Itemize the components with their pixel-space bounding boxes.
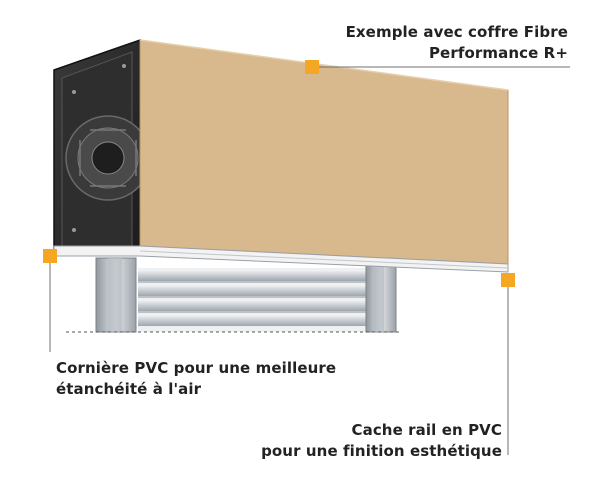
- callout-label-pvc-corner: Cornière PVC pour une meilleure étanchéi…: [56, 358, 336, 400]
- callout-text-line: Performance R+: [428, 44, 568, 62]
- slat: [138, 270, 380, 281]
- callout-text-line: étanchéité à l'air: [56, 380, 202, 398]
- leader-lines: [49, 66, 570, 455]
- callout-marker-left: [43, 249, 57, 263]
- callout-text-line: Cache rail en PVC: [351, 421, 502, 439]
- callout-marker-right: [501, 273, 515, 287]
- axle-hub: [91, 141, 125, 175]
- left-guide-rail: [95, 257, 137, 333]
- callout-text-line: Exemple avec coffre Fibre: [345, 23, 568, 41]
- box-front-panel: [139, 39, 509, 265]
- callout-label-rail-cover: Cache rail en PVC pour une finition esth…: [261, 420, 502, 462]
- callout-text-line: Cornière PVC pour une meilleure: [56, 359, 337, 377]
- shutter-slats: [138, 268, 380, 332]
- callout-label-box-type: Exemple avec coffre Fibre Performance R+: [346, 22, 568, 64]
- slat: [138, 300, 380, 311]
- right-guide-rail: [365, 263, 397, 333]
- box-end-cap: [53, 38, 151, 255]
- callout-text-line: pour une finition esthétique: [261, 442, 502, 460]
- slat: [138, 315, 380, 326]
- box-top-edge: [139, 39, 509, 91]
- callout-marker-top: [305, 60, 319, 74]
- slat: [138, 285, 380, 296]
